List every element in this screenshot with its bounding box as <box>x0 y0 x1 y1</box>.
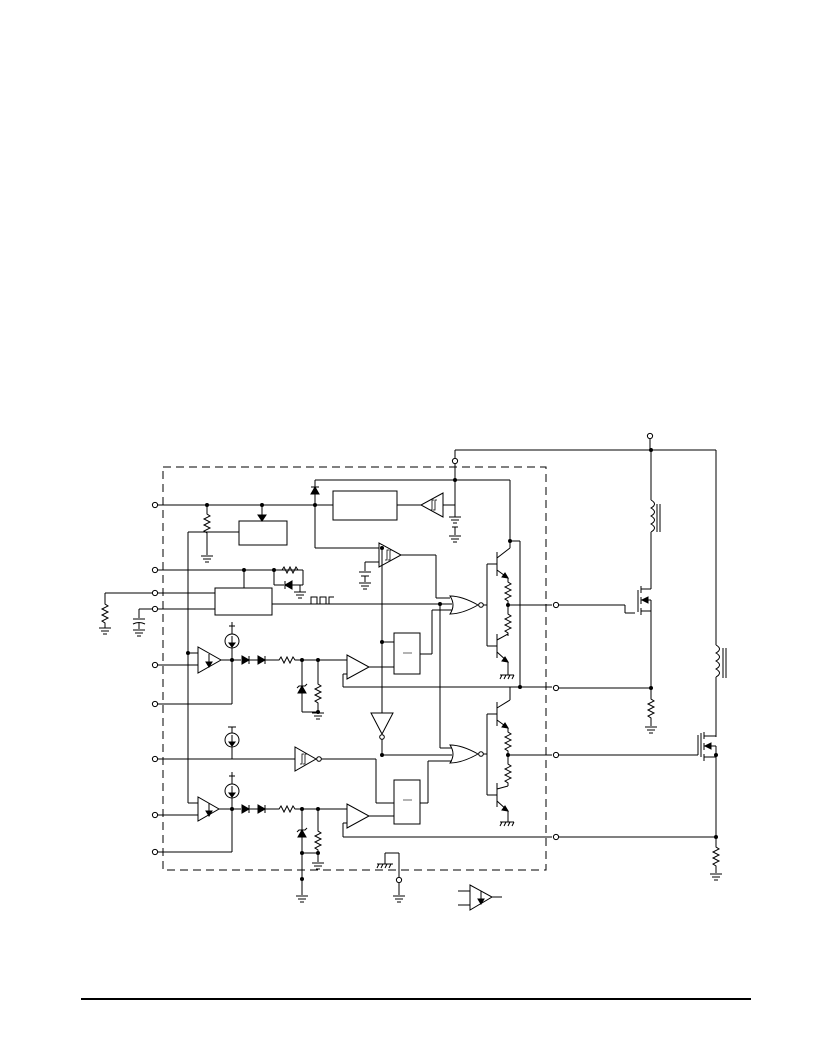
left-pin-column <box>151 501 159 856</box>
steering-inverter <box>370 712 394 736</box>
pwm-comparator-b <box>346 803 371 829</box>
zener-clamp-b <box>297 828 307 838</box>
schmitt-trigger-vc <box>378 542 403 568</box>
transformer-primary-b <box>714 644 720 678</box>
zener-clamp-a <box>297 684 307 694</box>
pwm-comparator-a <box>346 654 371 680</box>
nor-gate-output-b <box>449 744 480 764</box>
pwm-latch-b <box>393 779 421 825</box>
supply-diode <box>310 485 320 495</box>
reference-block <box>238 520 288 546</box>
ic-package-boundary <box>162 466 547 871</box>
pwm-latch-a <box>393 632 421 675</box>
clock-waveform-icon <box>307 596 334 605</box>
schmitt-trigger-shutdown <box>294 746 318 772</box>
current-sense-comparator-symbol <box>458 884 502 911</box>
undervoltage-lockout-block <box>332 490 398 521</box>
nor-gate-output-a <box>449 595 480 615</box>
oscillator-diode <box>283 580 293 590</box>
transformer-primary-a <box>649 499 655 533</box>
oscillator-block <box>214 587 273 616</box>
supply-rail-wires <box>158 502 318 563</box>
power-ground-symbol <box>376 863 393 869</box>
footer-rule <box>81 998 751 1000</box>
